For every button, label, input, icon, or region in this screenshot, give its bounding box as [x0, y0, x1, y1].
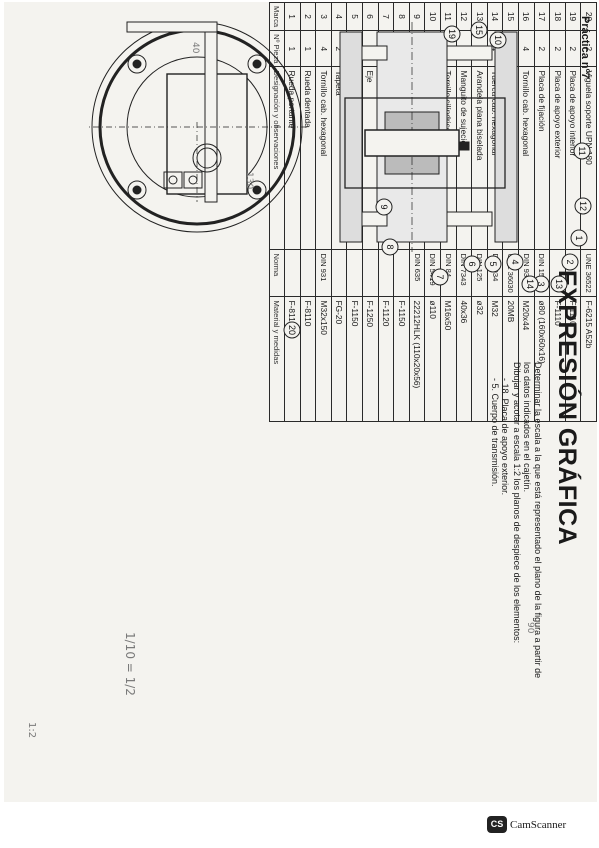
balloon-circle	[375, 198, 393, 216]
balloon-circle	[561, 253, 579, 271]
bolt-circle	[247, 54, 267, 74]
balloon-label: 6	[467, 261, 477, 266]
balloon-label: 10	[493, 35, 503, 45]
balloon-circle	[550, 275, 568, 293]
balloon-label: 13	[554, 279, 564, 289]
balloon-label: 19	[447, 29, 457, 39]
balloon-circle	[489, 31, 507, 49]
rotated-sheet-content: Práctica nº7 EXPRESIÓN GRÁFICA Determina…	[4, 2, 597, 802]
instruction-line-2: los datos indicados en el cajetín.	[522, 362, 533, 493]
balloon-label: 11	[577, 146, 587, 155]
element-list: 18. Placa de apoyo exterior. 5. Cuerpo d…	[490, 362, 511, 794]
handwritten-formula: 1/10 = 1/2	[123, 632, 137, 696]
element-item: 5. Cuerpo de transmisión.	[490, 378, 500, 794]
balloon-label: 1	[574, 235, 584, 240]
section-flange-top	[494, 31, 518, 243]
bolt-circle	[247, 180, 267, 200]
balloon-circle	[431, 268, 449, 286]
balloon-label: 2	[565, 259, 575, 264]
balloon-label: 9	[379, 204, 389, 209]
shaft-circle	[192, 143, 222, 173]
instruction-line-1: Determinar la escala a la que está repre…	[533, 362, 543, 679]
bolt-circle	[127, 180, 147, 200]
balloon-label: 15	[474, 25, 484, 35]
balloon-circle	[573, 142, 591, 160]
balloon-circle	[381, 238, 399, 256]
balloon-label: 14	[525, 279, 535, 289]
balloon-circle	[574, 197, 592, 215]
handwritten-mark-40: 40	[190, 42, 200, 54]
camscanner-label: CamScanner	[510, 818, 567, 831]
assembly-drawing: 1234567891011121314151617181920 130 40	[87, 21, 592, 339]
balloon-label: 12	[578, 201, 588, 211]
section-flange-bottom	[339, 31, 363, 243]
balloon-label: 4	[510, 259, 520, 264]
balloon-label: 20	[287, 325, 297, 335]
balloon-circle	[283, 321, 301, 339]
instruction-line-3: Dibujar y acotar a escala 1:2 los planos…	[512, 362, 522, 644]
balloon-label: 8	[385, 244, 395, 249]
balloon-circle	[484, 255, 502, 273]
balloon-label: 5	[488, 261, 498, 266]
element-item: 18. Placa de apoyo exterior.	[500, 378, 511, 794]
beam-flange	[204, 21, 218, 203]
shaft	[364, 129, 460, 157]
balloon-circle	[470, 21, 488, 39]
balloon-circle	[463, 255, 481, 273]
balloon-label: 7	[435, 274, 445, 279]
bolt-circle	[127, 54, 147, 74]
handwritten-dim-130: 130	[244, 172, 254, 189]
balloon-circle	[506, 253, 524, 271]
balloon-label: 3	[536, 281, 546, 286]
handwritten-scale-note: 1:2	[26, 722, 37, 739]
balloon-circle	[570, 229, 588, 247]
balloon-circle	[443, 25, 461, 43]
instructions: Determinar la escala a la que está repre…	[490, 362, 543, 794]
handwritten-dim-90: 90	[525, 622, 535, 634]
camscanner-logo-icon: CS	[487, 816, 507, 833]
balloon-circle	[521, 275, 539, 293]
